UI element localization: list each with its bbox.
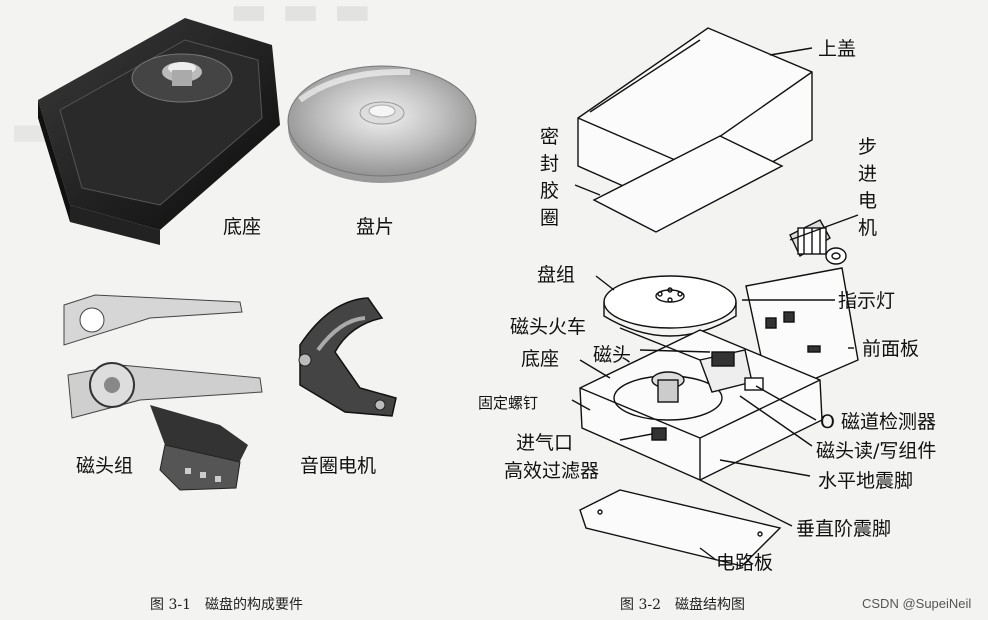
platter-photo: [287, 65, 477, 183]
voice-coil-motor-photo: [298, 297, 397, 417]
watermark: CSDN @SupeiNeil: [862, 596, 972, 611]
label-voice-coil-motor: 音圈电机: [300, 455, 377, 477]
label-rw-assembly: 磁头读/写组件: [816, 440, 937, 462]
bleed-through-text: ▬ ▬ ▬: [230, 0, 372, 34]
label-horizontal-foot: 水平地震脚: [818, 470, 914, 492]
head-assembly-photo: [63, 294, 263, 491]
label-seal-gasket: 密封胶圈: [540, 126, 564, 229]
label-base-diagram: 底座: [521, 348, 560, 370]
hdd-base-photo: [38, 18, 280, 245]
label-circuit-board: 电路板: [716, 552, 774, 574]
label-air-inlet: 进气口: [516, 432, 574, 454]
caption-fig-3-2: 图 3-2 磁盘结构图: [620, 597, 745, 613]
exploded-diagram: [571, 27, 859, 567]
label-head-carriage: 磁头火车: [510, 316, 587, 338]
label-head-assembly: 磁头组: [76, 455, 134, 477]
label-fixing-screw: 固定螺钉: [478, 394, 539, 412]
label-head: 磁头: [593, 344, 632, 366]
label-stepper-motor: 步进电机: [858, 136, 882, 239]
label-platter: 盘片: [356, 216, 395, 238]
label-front-panel: 前面板: [862, 338, 920, 360]
label-indicator-light: 指示灯: [838, 290, 896, 312]
label-platter-stack: 盘组: [537, 264, 576, 286]
label-base: 底座: [223, 216, 262, 238]
label-top-cover: 上盖: [818, 38, 857, 60]
label-hepa-filter: 高效过滤器: [504, 460, 600, 482]
label-vertical-foot: 垂直阶震脚: [796, 518, 892, 540]
caption-fig-3-1: 图 3-1 磁盘的构成要件: [150, 597, 303, 613]
label-track-sensor: O 磁道检测器: [820, 411, 936, 433]
